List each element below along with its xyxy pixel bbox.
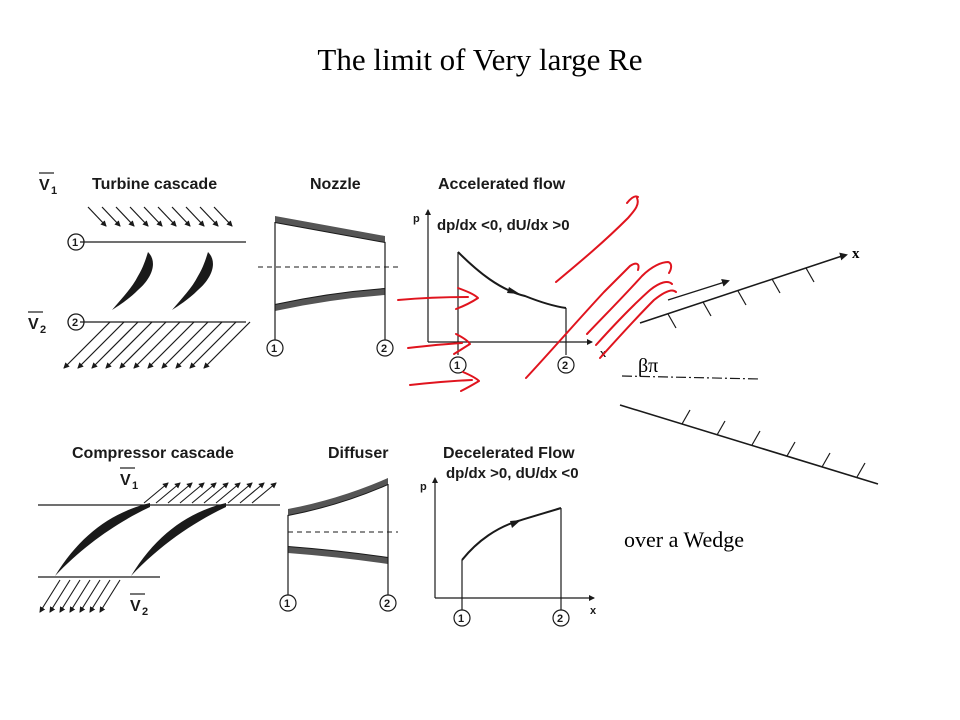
svg-text:1: 1 [284,598,290,610]
svg-text:V: V [28,316,39,333]
diffuser-station-1 [279,594,297,612]
turbine-blade-1 [112,252,153,310]
red-arrow-1 [397,296,469,301]
wedge-x-label: x [852,246,860,262]
decel-station-1 [453,609,471,627]
wedge-lower-surface [619,404,879,485]
decelerated-flow-condition: dp/dx >0, dU/dx <0 [446,465,579,482]
svg-text:2: 2 [562,360,568,372]
svg-text:1: 1 [271,343,277,355]
svg-text:p: p [420,481,427,493]
nozzle-diagram: Nozzle 1 2 [258,176,400,357]
wedge-upper-surface [639,255,843,324]
turbine-station-2 [67,313,85,331]
wedge-flow-arrow [667,278,730,301]
compressor-blade-1 [55,503,150,576]
compressor-v2-symbol: V 2 [130,593,148,618]
diffuser-station-2 [379,594,397,612]
svg-text:1: 1 [72,237,78,249]
compressor-inlet-arrows [143,482,277,504]
turbine-station-1 [67,233,85,251]
svg-text:2: 2 [384,598,390,610]
wedge-lower-hatching [681,409,866,478]
compressor-v1-symbol: V 1 [120,467,138,492]
svg-text:2: 2 [557,613,563,625]
accel-station-2 [557,356,575,374]
svg-text:x: x [590,605,597,617]
red-arrow-2 [407,342,463,349]
svg-text:2: 2 [142,606,148,618]
svg-text:V: V [39,177,50,194]
svg-text:1: 1 [458,613,464,625]
red-annotation-arrows [397,195,677,392]
red-swoosh-1 [555,197,639,283]
svg-text:1: 1 [454,360,460,372]
decelerated-flow-plot: Decelerated Flow dp/dx >0, dU/dx <0 p x … [420,445,597,627]
compressor-outlet-arrows [39,579,121,613]
turbine-outlet-arrows [63,321,251,369]
wedge-upper-hatching [667,267,815,329]
turbine-blade-2 [172,252,213,310]
red-swoosh-3 [586,261,673,335]
svg-text:1: 1 [51,185,57,197]
decelerated-pressure-curve [461,507,562,561]
turbine-inlet-arrows [87,206,233,227]
v2-symbol: V 2 [28,311,46,336]
red-arrow-3 [409,379,473,386]
turbine-cascade: Turbine cascade V 1 1 2 V 2 [28,172,251,369]
diffuser-label: Diffuser [328,445,388,462]
svg-text:p: p [413,213,420,225]
accelerated-flow-label: Accelerated flow [438,176,566,193]
nozzle-label: Nozzle [310,176,361,193]
svg-text:1: 1 [132,480,138,492]
diffuser-diagram: Diffuser 1 2 [279,445,398,612]
wedge-angle-label: βπ [638,355,658,377]
svg-text:2: 2 [40,324,46,336]
compressor-cascade-label: Compressor cascade [72,445,234,462]
svg-text:2: 2 [72,317,78,329]
v1-symbol: V 1 [39,172,57,197]
decel-station-2 [552,609,570,627]
decelerated-flow-label: Decelerated Flow [443,445,575,462]
svg-text:V: V [120,472,131,489]
svg-text:2: 2 [381,343,387,355]
svg-text:V: V [130,598,141,615]
nozzle-station-2 [376,339,394,357]
accelerated-flow-condition: dp/dx <0, dU/dx >0 [437,217,570,234]
turbine-cascade-label: Turbine cascade [92,176,217,193]
accel-station-1 [449,356,467,374]
wedge-diagram: x βπ over a Wedge [619,246,879,552]
wedge-centerline [621,375,761,380]
compressor-blade-2 [131,503,226,576]
slide-title: The limit of Very large Re [317,42,643,77]
accelerated-pressure-curve [457,251,567,309]
red-swoosh-5 [599,289,677,359]
nozzle-station-1 [266,339,284,357]
wedge-x-arrow [839,252,848,261]
red-swoosh-4 [595,281,673,346]
wedge-caption: over a Wedge [624,527,744,552]
compressor-cascade: Compressor cascade V 1 [38,445,280,618]
accelerated-flow-plot: Accelerated flow dp/dx <0, dU/dx >0 p x … [413,176,607,374]
red-swoosh-2 [525,262,640,379]
